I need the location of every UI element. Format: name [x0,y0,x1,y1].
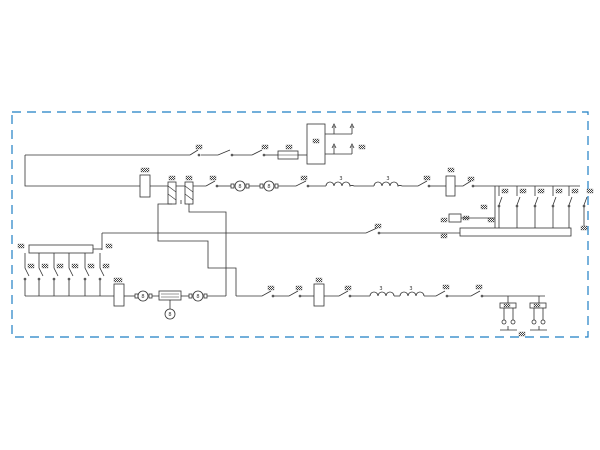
inductor-1 [325,181,355,187]
contactor-b [184,181,194,205]
bank-switch-5 [567,186,579,228]
motor-2 [263,180,275,192]
svg-text:8: 8 [141,294,144,300]
left-switch-3 [52,253,64,296]
inductor-3 [369,291,395,297]
relay [448,213,462,223]
svg-text:8: 8 [267,184,270,190]
right-bus-bar [459,227,572,237]
middle-line [101,223,460,250]
inductor-2 [373,181,403,187]
svg-text:8: 8 [238,184,241,190]
svg-text:3: 3 [379,286,382,292]
contactor-a [167,181,177,205]
bank-switch-3 [533,186,545,228]
terminal-block-right [445,175,456,197]
lower-motor-group: 8 8 8 [113,277,226,320]
motor-3 [137,290,149,302]
left-bus-bar [28,244,94,254]
inductor-4 [399,291,425,297]
left-switch-5 [83,253,95,296]
motor-5 [192,290,204,302]
interconnect-wires [157,200,237,296]
lower-row-circuit: 3 3 [236,277,547,337]
svg-text:3: 3 [409,286,412,292]
bank-switch-2 [515,186,527,228]
svg-text:8: 8 [168,312,171,318]
bank-switch-6 [582,188,594,228]
main-row-circuit: 8 8 3 3 [139,167,495,205]
enclosure-frame [11,111,589,338]
svg-text:3: 3 [339,176,342,182]
svg-text:3: 3 [386,176,389,182]
terminal-block-left [139,174,151,198]
left-switch-1 [23,253,35,296]
gear-unit [158,290,182,301]
bank-switch-4 [551,186,563,228]
left-switch-2 [37,253,49,296]
left-branch [17,243,114,297]
terminal-block-lower [113,283,125,307]
bank-switch-1 [497,186,509,228]
motor-4 [164,308,176,320]
right-switch-bank [440,185,594,239]
terminal-block-lower-right [313,283,325,307]
left-switch-6 [98,253,110,296]
top-feed-circuit [24,123,366,187]
motor-1 [234,180,246,192]
svg-text:8: 8 [196,294,199,300]
control-unit [306,123,326,165]
left-switch-4 [67,253,79,296]
